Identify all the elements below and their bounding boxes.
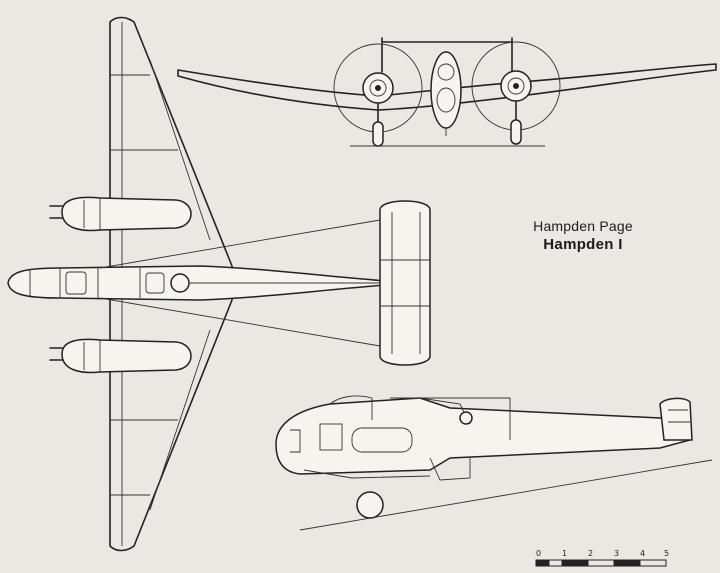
left-engine-nacelle (61, 196, 192, 232)
scale-label-1: 1 (562, 549, 567, 558)
scale-label-2: 2 (588, 549, 593, 558)
front-view-fins (381, 37, 513, 73)
side-view-main-wheel (356, 491, 384, 519)
caption-model: Hampden I (543, 236, 623, 253)
plan-view-tailplane (379, 200, 431, 366)
plan-view (7, 16, 431, 552)
scale-label-5: 5 (664, 549, 669, 558)
scale-label-3: 3 (614, 549, 619, 558)
right-engine-nacelle (61, 338, 192, 374)
side-view (275, 395, 713, 531)
aircraft-caption: Hampden Page Hampden I (508, 218, 658, 253)
plan-view-wing (109, 16, 233, 552)
side-view-ground-line (299, 459, 713, 531)
scale-bar: 0 1 2 3 4 5 (535, 549, 669, 567)
side-view-tail-fin (659, 397, 693, 441)
side-view-fuselage (275, 397, 691, 475)
scale-label-0: 0 (536, 549, 541, 558)
caption-manufacturer: Hampden Page (533, 218, 633, 234)
front-view-fuselage (430, 51, 462, 129)
scale-label-4: 4 (640, 549, 645, 558)
front-view (177, 37, 717, 147)
